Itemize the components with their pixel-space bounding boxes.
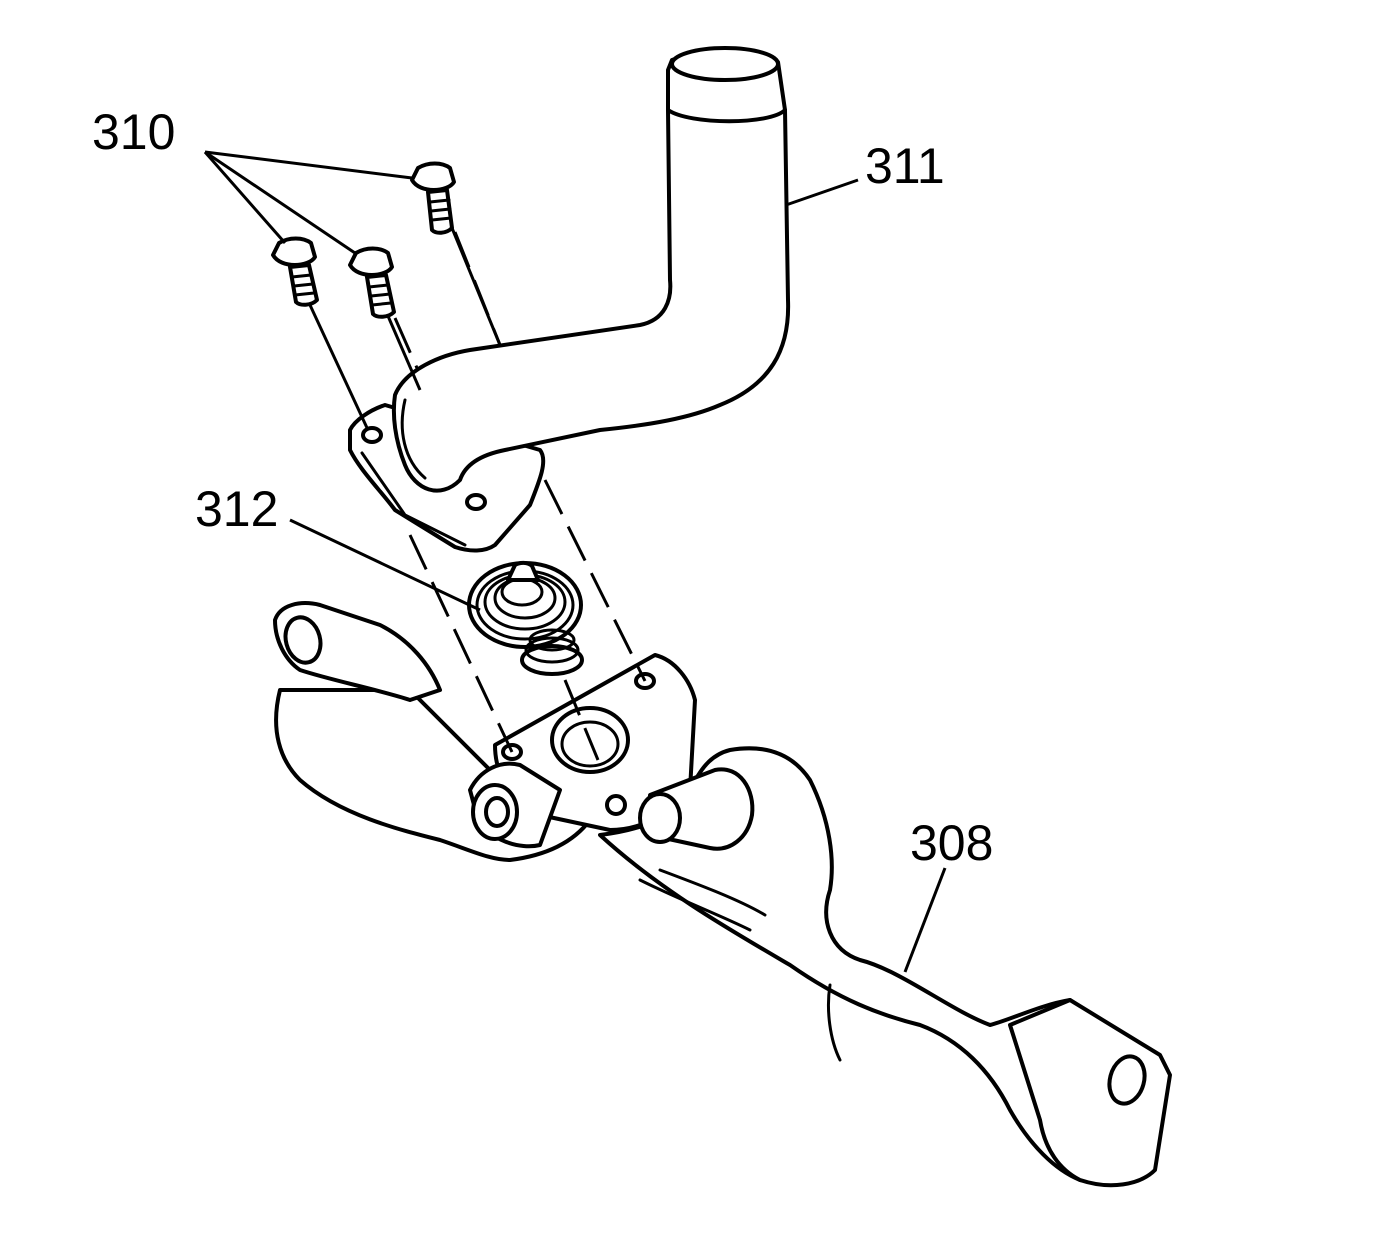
bolt-310-a — [410, 161, 456, 235]
water-inlet-housing-308 — [273, 601, 1172, 1188]
bolt-guide-a — [450, 227, 502, 346]
leader-308 — [903, 867, 947, 973]
bolt-guide-c — [386, 315, 422, 391]
bolt-310-b — [271, 236, 319, 307]
leader-310-c — [204, 150, 356, 255]
callout-311: 311 — [865, 138, 945, 194]
leader-311 — [785, 178, 859, 207]
bolt-guide-b — [308, 304, 370, 431]
callout-308: 308 — [910, 815, 993, 871]
leader-310-a — [204, 150, 413, 180]
callout-310: 310 — [92, 104, 175, 160]
bolt-310-c — [348, 246, 396, 319]
callout-312: 312 — [195, 481, 278, 537]
leader-lines — [203, 150, 947, 973]
leader-310-b — [203, 151, 287, 244]
leader-312 — [289, 518, 481, 612]
water-outlet-pipe-311 — [348, 46, 791, 553]
thermostat-312 — [467, 560, 584, 676]
